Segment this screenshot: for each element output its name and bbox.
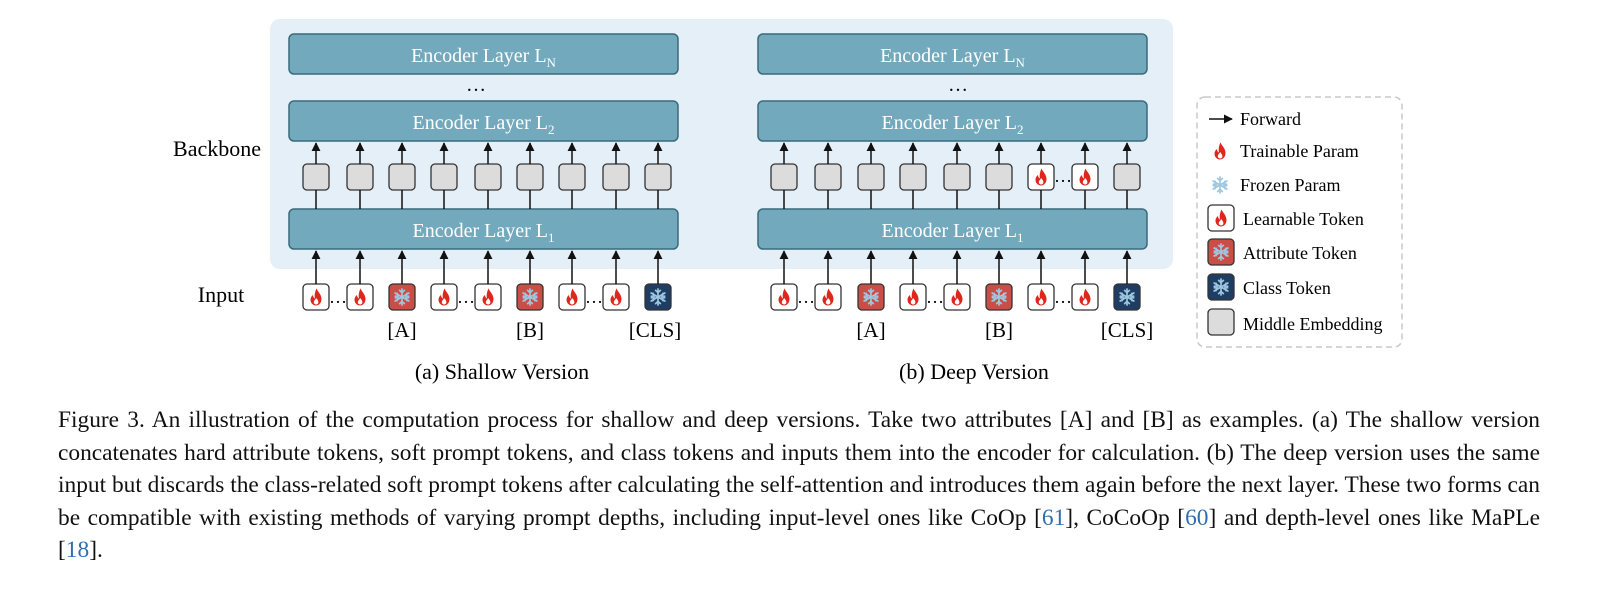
encoder-layer-1-text: Encoder Layer L1 — [413, 220, 555, 245]
middle-token — [346, 163, 374, 191]
encoder-layer-n-text: Encoder Layer LN — [411, 45, 556, 70]
token-ellipsis: … — [797, 287, 815, 307]
encoder-layer-1-box — [757, 208, 1148, 250]
frozen-param-icon — [1212, 176, 1228, 194]
legend-forward: Forward — [1240, 109, 1301, 129]
shallow-version-panel: Encoder Layer LN … Encoder Layer L2 Enco… — [288, 33, 682, 384]
middle-token — [857, 163, 885, 191]
shallow-middle-embeddings — [302, 142, 672, 209]
token-label-cls: [CLS] — [1101, 318, 1154, 342]
token-ellipsis: … — [329, 287, 347, 307]
layer-ellipsis: … — [466, 74, 486, 96]
token-label-a: [A] — [387, 318, 416, 342]
token-ellipsis: … — [585, 287, 603, 307]
token-label-cls: [CLS] — [629, 318, 682, 342]
middle-token — [814, 163, 842, 191]
encoder-layer-n-text: Encoder Layer LN — [880, 45, 1025, 70]
token-ellipsis: … — [926, 287, 944, 307]
deep-version-panel: Encoder Layer LN … Encoder Layer L2 Enco… — [757, 33, 1154, 384]
token-label-a: [A] — [856, 318, 885, 342]
middle-token — [644, 163, 672, 191]
layer-ellipsis: … — [948, 74, 968, 96]
caption-text: An illustration of the computation proce… — [58, 407, 1540, 531]
encoder-layer-n-box — [288, 33, 679, 75]
middle-token — [602, 163, 630, 191]
encoder-layer-1-text: Encoder Layer L1 — [882, 220, 1024, 245]
encoder-layer-1-box — [288, 208, 679, 250]
trainable-param-icon — [1214, 142, 1226, 160]
deep-middle-embeddings: … — [770, 142, 1141, 209]
legend-border — [1196, 96, 1403, 348]
caption-text: ] and depth-level ones like MaPLe [ — [58, 504, 1540, 564]
subcaption-deep: (b) Deep Version — [899, 359, 1049, 384]
encoder-layer-2-text: Encoder Layer L2 — [882, 112, 1024, 137]
subcaption-shallow: (a) Shallow Version — [415, 359, 589, 384]
citation-link[interactable]: 18 — [65, 537, 90, 564]
figure-caption: Figure 3. An illustration of the computa… — [58, 404, 1540, 567]
token-label-b: [B] — [516, 318, 544, 342]
middle-token — [388, 163, 416, 191]
middle-token — [302, 163, 330, 191]
legend-learnable: Learnable Token — [1243, 209, 1364, 229]
backbone-background — [270, 19, 1173, 269]
middle-token — [899, 163, 927, 191]
middle-token — [770, 163, 798, 191]
shallow-input-tokens: … … … — [302, 250, 672, 311]
legend-middle: Middle Embedding — [1243, 314, 1382, 334]
deep-input-tokens: … … … — [770, 250, 1141, 311]
citation-link[interactable]: 61 — [1041, 504, 1066, 531]
token-label-b: [B] — [985, 318, 1013, 342]
backbone-label: Backbone — [173, 136, 261, 161]
token-ellipsis: … — [1054, 166, 1072, 186]
architecture-figure: Backbone Input Encoder Layer LN … Encode… — [173, 19, 1403, 384]
legend-class: Class Token — [1243, 278, 1331, 298]
caption-text: ]. — [89, 537, 103, 564]
caption-label: Figure 3. — [58, 407, 145, 433]
middle-token — [558, 163, 586, 191]
legend: Forward Trainable Param Frozen Param Lea… — [1196, 96, 1403, 348]
middle-token — [474, 163, 502, 191]
middle-token — [1113, 163, 1141, 191]
token-ellipsis: … — [1054, 287, 1072, 307]
citation-link[interactable]: 60 — [1185, 504, 1209, 531]
encoder-layer-2-box — [288, 100, 679, 142]
middle-embedding-icon — [1207, 308, 1235, 336]
input-label: Input — [198, 282, 244, 307]
legend-trainable: Trainable Param — [1240, 141, 1359, 161]
caption-text: ], CoCoOp [ — [1065, 504, 1186, 531]
token-ellipsis: … — [457, 287, 475, 307]
legend-attribute: Attribute Token — [1243, 243, 1357, 263]
encoder-layer-2-text: Encoder Layer L2 — [413, 112, 555, 137]
middle-token — [943, 163, 971, 191]
legend-frozen: Frozen Param — [1240, 175, 1340, 195]
middle-token — [430, 163, 458, 191]
middle-token — [516, 163, 544, 191]
encoder-layer-n-box — [757, 33, 1148, 75]
encoder-layer-2-box — [757, 100, 1148, 142]
middle-token — [985, 163, 1013, 191]
